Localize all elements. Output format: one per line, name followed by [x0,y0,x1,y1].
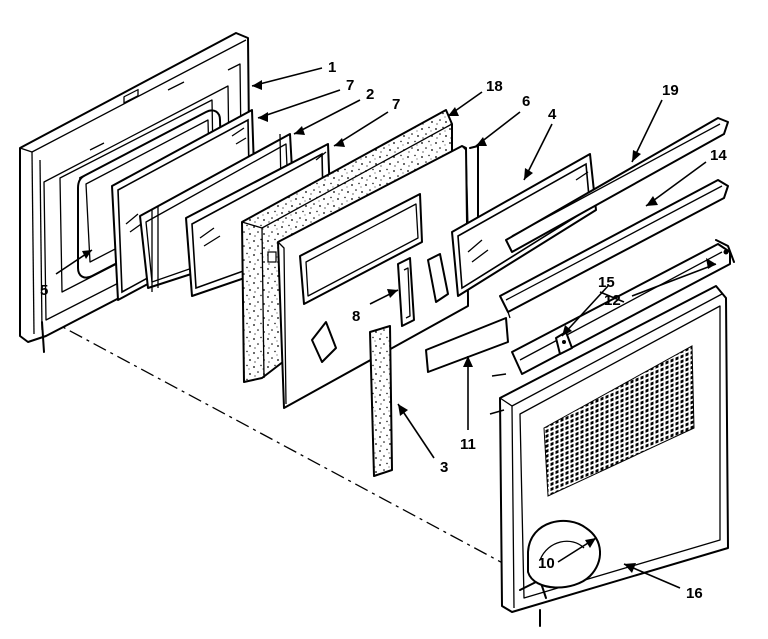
part-14-vent-channel [499,179,729,319]
callout-7: 7 [392,96,400,113]
callout-16: 16 [686,585,703,602]
callout-2: 2 [366,86,374,103]
callout-18: 18 [486,78,503,95]
callout-labels: 1 7 2 7 18 6 4 19 14 15 12 5 8 11 3 10 1… [40,59,727,602]
part-11-heat-shield [425,317,509,373]
part-10-insulation-pad [527,519,601,589]
callout-4: 4 [548,106,557,123]
callout-3: 3 [440,459,448,476]
callout-10: 10 [538,555,555,572]
callout-15: 15 [598,274,615,291]
callout-leaders [55,67,717,589]
callout-1: 1 [328,59,336,76]
alignment-line [45,317,513,569]
callout-8: 8 [352,308,360,325]
part-3-insulation-strip [369,325,393,477]
callout-19: 19 [662,82,679,99]
callout-11: 11 [460,436,476,453]
callout-6: 6 [522,93,530,110]
part-19-top-trim [505,117,729,253]
callout-7: 7 [346,77,354,94]
callout-5: 5 [40,282,48,299]
part-6-door-inner-panel [277,145,469,409]
callout-14: 14 [710,147,727,164]
callout-12: 12 [604,292,621,309]
